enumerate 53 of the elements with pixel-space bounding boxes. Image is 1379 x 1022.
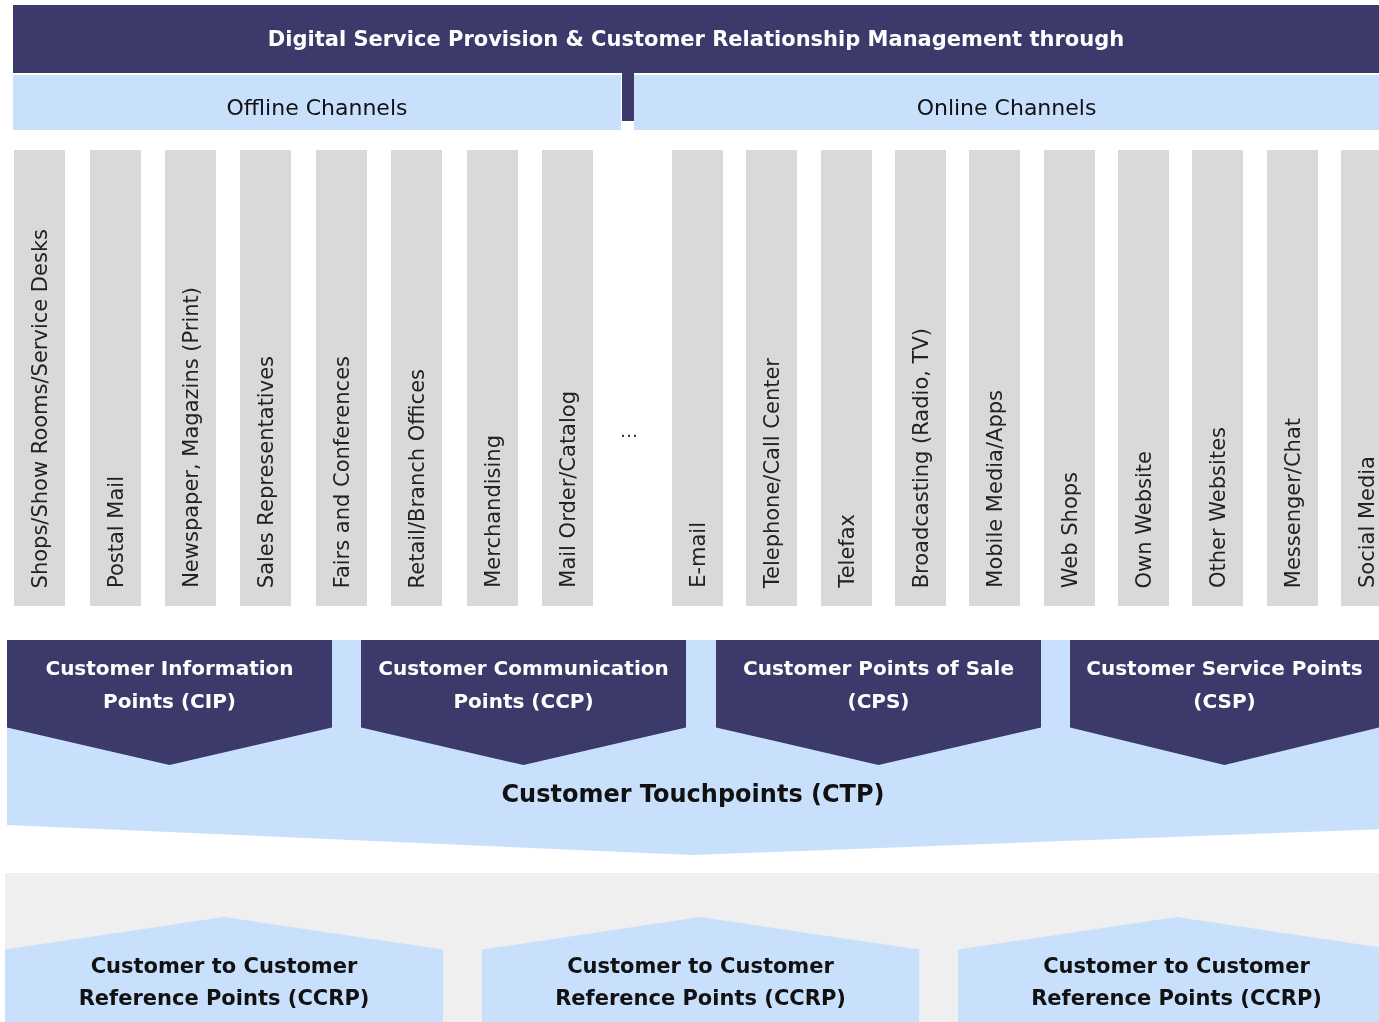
channel-name: Merchandising xyxy=(480,435,505,588)
channel-name: Fairs and Conferences xyxy=(329,355,354,588)
channel-name: Own Website xyxy=(1131,450,1156,588)
touchpoint-title: Customer Communication Points (CCP) xyxy=(377,655,670,715)
channel-name: Telephone/Call Center xyxy=(759,357,784,588)
channel-bar xyxy=(895,150,946,606)
channel-bar xyxy=(969,150,1020,606)
touchpoint-title: Customer Touchpoints (CTP) xyxy=(501,780,885,808)
channel-bar xyxy=(165,150,216,606)
reference-title: Customer to Customer Reference Points (CCRP) xyxy=(77,953,371,1012)
channel-name: Web Shops xyxy=(1057,471,1082,588)
channel-name: Sales Representatives xyxy=(253,355,278,588)
band-title: Online Channels xyxy=(916,94,1097,120)
channel-name: Other Websites xyxy=(1205,427,1230,588)
touchpoint-title: Customer Service Points (CSP) xyxy=(1085,655,1364,715)
channel-bar xyxy=(821,150,872,606)
channel-band xyxy=(634,75,1379,130)
channel-bar xyxy=(1192,150,1243,606)
channel-name: Shops/Show Rooms/Service Desks xyxy=(27,228,52,588)
band-title: Offline Channels xyxy=(226,94,408,120)
channel-name: Retail/Branch Offices xyxy=(404,368,429,588)
channel-bar xyxy=(240,150,291,606)
channel-name: Postal Mail xyxy=(103,476,128,588)
channel-bar xyxy=(1341,150,1379,606)
channel-bar xyxy=(90,150,141,606)
channel-bar xyxy=(14,150,65,606)
channel-band xyxy=(13,75,621,130)
touchpoint-band xyxy=(7,640,1379,855)
channel-name: Messenger/Chat xyxy=(1280,417,1305,588)
channel-bar xyxy=(1044,150,1095,606)
ellipsis-note: … xyxy=(620,420,638,441)
channel-bar xyxy=(1118,150,1169,606)
channel-bar xyxy=(672,150,723,606)
header-bar xyxy=(13,5,1379,73)
touchpoint-title: Customer Information Points (CIP) xyxy=(44,655,295,715)
channel-bar xyxy=(542,150,593,606)
touchpoint-title: Customer Points of Sale (CPS) xyxy=(742,655,1015,715)
channel-name: Broadcasting (Radio, TV) xyxy=(908,327,933,588)
channel-name: Mail Order/Catalog xyxy=(555,391,580,588)
channel-bar xyxy=(391,150,442,606)
header-title: Digital Service Provision & Customer Relationship Management through xyxy=(267,27,1125,51)
channel-bar xyxy=(467,150,518,606)
channel-bar xyxy=(746,150,797,606)
reference-title: Customer to Customer Reference Points (CCRP) xyxy=(1030,953,1323,1012)
panel-background xyxy=(5,873,1379,1022)
channel-name: Telefax xyxy=(834,514,859,588)
channel-name: Mobile Media/Apps xyxy=(982,390,1007,588)
channel-bar xyxy=(1267,150,1318,606)
channel-name: Social Media xyxy=(1354,456,1379,588)
channel-name: E-mail xyxy=(685,522,710,588)
reference-title: Customer to Customer Reference Points (CCRP) xyxy=(554,953,847,1012)
channel-bar xyxy=(316,150,367,606)
channel-name: Newspaper, Magazins (Print) xyxy=(178,287,203,588)
